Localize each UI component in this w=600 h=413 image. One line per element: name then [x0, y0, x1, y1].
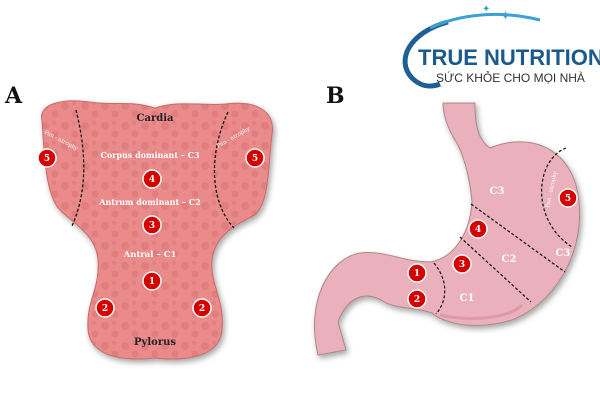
panel-b-marker-4: 4: [468, 219, 488, 239]
c1-boundary: [433, 262, 446, 315]
logo-swoosh: [429, 12, 541, 30]
panel-b-marker-3: 3: [452, 254, 472, 274]
marker-circle: [468, 219, 488, 239]
marker-circle: [245, 148, 265, 168]
marker-number: 3: [149, 221, 155, 231]
panel-a-flat-stomach: Cardia Pylorus Corpus dominant – C3 Antr…: [37, 100, 273, 360]
star-icon: ✦: [500, 9, 511, 24]
marker-number: 2: [102, 304, 108, 314]
c3-right-label: C3: [556, 248, 571, 259]
c3-label: Corpus dominant – C3: [100, 150, 200, 160]
panel-a-marker-3: 3: [142, 215, 162, 235]
marker-circle: [95, 298, 115, 318]
panel-a-letter: A: [4, 83, 23, 109]
pan-atrophy-boundary-left: [71, 109, 85, 227]
marker-circle: [407, 289, 427, 309]
panel-a-marker-2: 2: [95, 298, 115, 318]
marker-circle: [37, 148, 57, 168]
marker-number: 5: [44, 154, 50, 164]
marker-circle: [142, 215, 162, 235]
panel-b-marker-2: 2: [407, 289, 427, 309]
marker-number: 2: [199, 304, 205, 314]
marker-number: 5: [565, 194, 571, 204]
logo-tagline: SỨC KHỎE CHO MỌI NHÀ: [436, 70, 585, 85]
panel-a-marker-4: 4: [142, 169, 162, 189]
cardia-label: Cardia: [137, 113, 174, 124]
c1-label: C1: [460, 293, 475, 304]
marker-number: 5: [252, 154, 258, 164]
marker-circle: [142, 271, 162, 291]
marker-number: 4: [149, 175, 155, 185]
c2-c3-boundary: [470, 203, 566, 273]
panel-a-marker-5: 5: [245, 148, 265, 168]
panel-b-marker-1: 1: [407, 263, 427, 283]
c1-label: Antral – C1: [123, 250, 177, 260]
marker-number: 3: [459, 260, 465, 270]
c2-label: Antrum dominant – C2: [98, 197, 200, 207]
marker-number: 1: [149, 277, 155, 287]
star-icon: ✦: [482, 4, 490, 15]
marker-circle: [558, 188, 578, 208]
marker-circle: [452, 254, 472, 274]
logo-arc: [402, 19, 449, 89]
greater-curvature-shading: [439, 303, 524, 320]
panel-b-marker-5: 5: [558, 188, 578, 208]
marker-circle: [192, 298, 212, 318]
pan-atrophy-boundary: [541, 147, 573, 248]
c1-c2-boundary: [459, 236, 532, 303]
marker-circle: [407, 263, 427, 283]
true-nutrition-logo: ✦ ✦ TRUE NUTRITION SỨC KHỎE CHO MỌI NHÀ: [402, 4, 600, 89]
logo-brand-text: TRUE NUTRITION: [418, 45, 600, 70]
stomach-shape: [314, 102, 580, 356]
panel-a-marker-1: 1: [142, 271, 162, 291]
panel-b-letter: B: [326, 83, 345, 109]
panel-a-marker-5: 5: [37, 148, 57, 168]
marker-number: 4: [475, 225, 481, 235]
marker-circle: [142, 169, 162, 189]
pylorus-label: Pylorus: [134, 337, 176, 348]
c3-label: C3: [490, 186, 505, 197]
marker-number: 2: [414, 295, 420, 305]
panel-a-marker-2: 2: [192, 298, 212, 318]
marker-number: 1: [414, 269, 420, 279]
c2-label: C2: [502, 254, 517, 265]
